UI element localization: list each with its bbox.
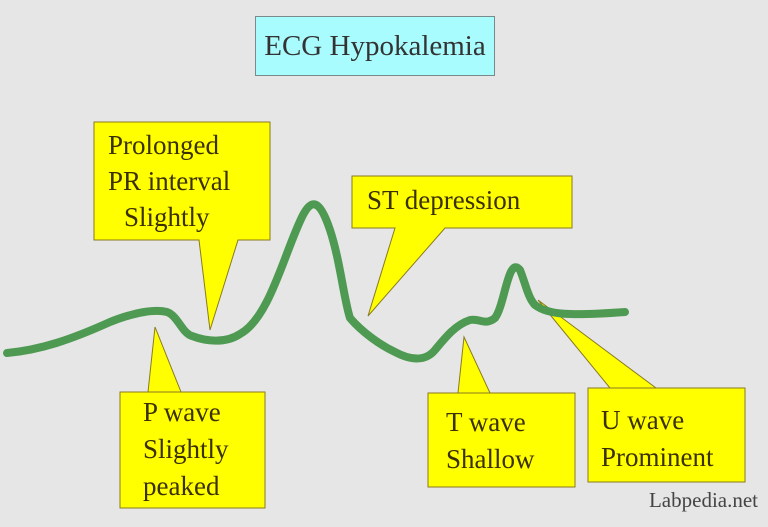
p-line1: P wave xyxy=(143,397,221,427)
callout-t-wave xyxy=(427,335,576,488)
pr-line2: PR interval xyxy=(108,166,231,196)
p-line3: peaked xyxy=(143,471,220,501)
ecg-trace xyxy=(3,200,629,363)
u-line1: U wave xyxy=(601,405,685,435)
t-line1: T wave xyxy=(446,407,526,437)
callout-st-depression xyxy=(351,175,573,317)
callout-pr-interval xyxy=(93,121,271,331)
pr-line3: Slightly xyxy=(124,202,210,232)
pr-line1: Prolonged xyxy=(108,130,219,160)
p-line2: Slightly xyxy=(143,434,229,464)
watermark: Labpedia.net xyxy=(648,488,758,512)
u-line2: Prominent xyxy=(601,442,714,472)
diagram-title: ECG Hypokalemia xyxy=(255,16,495,76)
callout-p-wave xyxy=(119,326,266,509)
callout-u-wave xyxy=(537,299,746,483)
t-line2: Shallow xyxy=(446,444,535,474)
st-line1: ST depression xyxy=(367,185,521,215)
